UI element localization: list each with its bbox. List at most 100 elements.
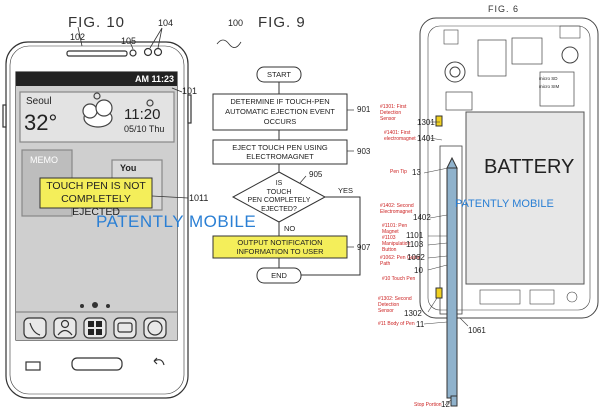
start-label: START bbox=[267, 70, 291, 79]
label-stop-portion: Stop Portion bbox=[414, 402, 442, 408]
apps-icon[interactable] bbox=[83, 317, 107, 339]
warning-callout bbox=[39, 177, 153, 209]
internals-figure bbox=[419, 17, 599, 407]
status-bar bbox=[16, 72, 177, 86]
num-1302: 1302 bbox=[404, 309, 422, 318]
micro-sim-label: micro SIM bbox=[539, 84, 560, 89]
watermark-right: PATENTLY MOBILE bbox=[455, 198, 554, 210]
home-button[interactable] bbox=[71, 357, 123, 371]
decision-905-text: IS TOUCH PEN COMPLETELY EJECTED? bbox=[239, 180, 319, 214]
label-touch-pen: #10 Touch Pen bbox=[382, 276, 416, 282]
decision-line: IS bbox=[275, 180, 283, 187]
red-label-line: Sensor bbox=[380, 116, 396, 122]
num-10: 10 bbox=[414, 266, 423, 275]
messages-icon[interactable] bbox=[113, 317, 137, 339]
callout-line-1: TOUCH PEN IS NOT bbox=[46, 180, 146, 192]
step-903 bbox=[212, 139, 348, 165]
fig9-title: FIG. 9 bbox=[258, 14, 306, 31]
phone-body bbox=[5, 41, 189, 399]
num-1401: 1401 bbox=[417, 134, 435, 143]
ref-102: 102 bbox=[70, 32, 86, 42]
label-leaders bbox=[423, 121, 469, 406]
earpiece bbox=[66, 50, 128, 57]
yes-label: YES bbox=[338, 186, 354, 195]
ref-100: 100 bbox=[228, 18, 244, 28]
stop-portion bbox=[450, 395, 458, 407]
num-13: 13 bbox=[412, 168, 421, 177]
decision-line: TOUCH bbox=[266, 188, 292, 196]
red-label-line: electromagnet bbox=[384, 136, 416, 142]
label-first-electromagnet: #1401: First electromagnet bbox=[384, 130, 416, 142]
decision-line: PEN COMPLETELY bbox=[247, 197, 311, 204]
phone-icon[interactable] bbox=[23, 317, 47, 339]
num-1402: 1402 bbox=[413, 213, 431, 222]
micro-sd-label: micro SD bbox=[539, 76, 558, 81]
alarm-icon bbox=[146, 99, 154, 107]
step-901-text: DETERMINE IF TOUCH-PEN AUTOMATIC EJECTIO… bbox=[213, 97, 347, 127]
red-label-line: Sensor bbox=[378, 308, 394, 314]
red-label-line: #1302: Second bbox=[378, 296, 412, 302]
num-1101: 1101 bbox=[406, 231, 424, 240]
red-label-line: Path bbox=[380, 261, 391, 267]
red-label-line: #1402: Second bbox=[380, 203, 414, 209]
label-pen-tip: Pen Tip bbox=[390, 169, 407, 175]
page-dot-active bbox=[92, 302, 98, 308]
yes-branch bbox=[301, 196, 361, 276]
step-907-text: OUTPUT NOTIFICATION INFORMATION TO USER bbox=[213, 238, 347, 256]
red-label-line: Detection bbox=[380, 110, 402, 116]
status-time: AM 11:23 bbox=[134, 74, 174, 84]
stylus-text: STYLUS bbox=[432, 352, 438, 382]
num-1103: 1103 bbox=[406, 240, 424, 249]
label-first-detection-sensor: #1301: First Detection Sensor bbox=[380, 104, 406, 122]
step-901-line: OCCURS bbox=[263, 117, 297, 126]
red-label-line: #1301: First bbox=[380, 104, 407, 110]
label-second-detection-sensor: #1302: Second Detection Sensor bbox=[378, 296, 412, 314]
step-903-text: EJECT TOUCH PEN USING ELECTROMAGNET bbox=[213, 143, 347, 161]
red-label-line: Detection bbox=[378, 302, 400, 308]
step-903-line: EJECT TOUCH PEN USING bbox=[232, 143, 328, 152]
step-901 bbox=[212, 93, 348, 131]
red-label-line: Button bbox=[382, 247, 397, 253]
ref-104: 104 bbox=[158, 18, 174, 28]
num-1062: 1062 bbox=[407, 253, 425, 262]
red-label-line: Manipulation bbox=[382, 241, 411, 247]
step-903-line: ELECTROMAGNET bbox=[246, 152, 314, 161]
weather-city: Seoul bbox=[26, 96, 52, 107]
flowchart bbox=[212, 39, 361, 284]
battery-label: BATTERY bbox=[484, 156, 575, 178]
step-907-line: OUTPUT NOTIFICATION bbox=[237, 238, 323, 247]
num-11: 11 bbox=[416, 320, 425, 329]
end-label: END bbox=[271, 271, 287, 280]
decision-line: EJECTED? bbox=[261, 205, 297, 213]
sun-icon bbox=[93, 92, 101, 100]
sensor-icon-2 bbox=[153, 47, 163, 57]
weather-temp: 32° bbox=[24, 110, 58, 135]
ref-901: 901 bbox=[357, 105, 371, 114]
red-label-line: Magnet bbox=[382, 229, 399, 235]
callout-text: TOUCH PEN IS NOT COMPLETELY EJECTED bbox=[40, 180, 152, 219]
red-label-line: #1062: Pen Guide bbox=[380, 255, 421, 261]
page-dot bbox=[106, 304, 110, 308]
red-label-line: #1401: First bbox=[384, 130, 411, 136]
sensor-icon bbox=[143, 47, 153, 57]
menu-key[interactable] bbox=[25, 361, 41, 371]
video-label: You bbox=[120, 163, 137, 173]
watermark-left: PATENTLY MOBILE bbox=[96, 212, 257, 231]
second-detection-sensor bbox=[435, 287, 443, 299]
label-pen-guide-path: #1062: Pen Guide Path bbox=[380, 255, 420, 267]
back-key[interactable] bbox=[153, 357, 165, 366]
battery-panel bbox=[465, 111, 585, 285]
red-label-line: #1103 bbox=[382, 235, 396, 241]
label-body-of-pen: #11 Body of Pen bbox=[378, 321, 415, 327]
step-907-line: INFORMATION TO USER bbox=[236, 247, 324, 256]
label-second-electromagnet: #1402: Second Electromagnet bbox=[380, 203, 414, 215]
ref-1011: 1011 bbox=[189, 193, 209, 203]
num-1301: 1301 bbox=[417, 118, 435, 127]
ref-905: 905 bbox=[309, 170, 323, 179]
step-901-line: AUTOMATIC EJECTION EVENT bbox=[225, 107, 335, 116]
ref-1061: 1061 bbox=[468, 326, 486, 335]
page-dot bbox=[80, 304, 84, 308]
label-pen-magnet: #1101: Pen Magnet #1103 Manipulation But… bbox=[382, 223, 410, 253]
red-label-line: Electromagnet bbox=[380, 209, 413, 215]
